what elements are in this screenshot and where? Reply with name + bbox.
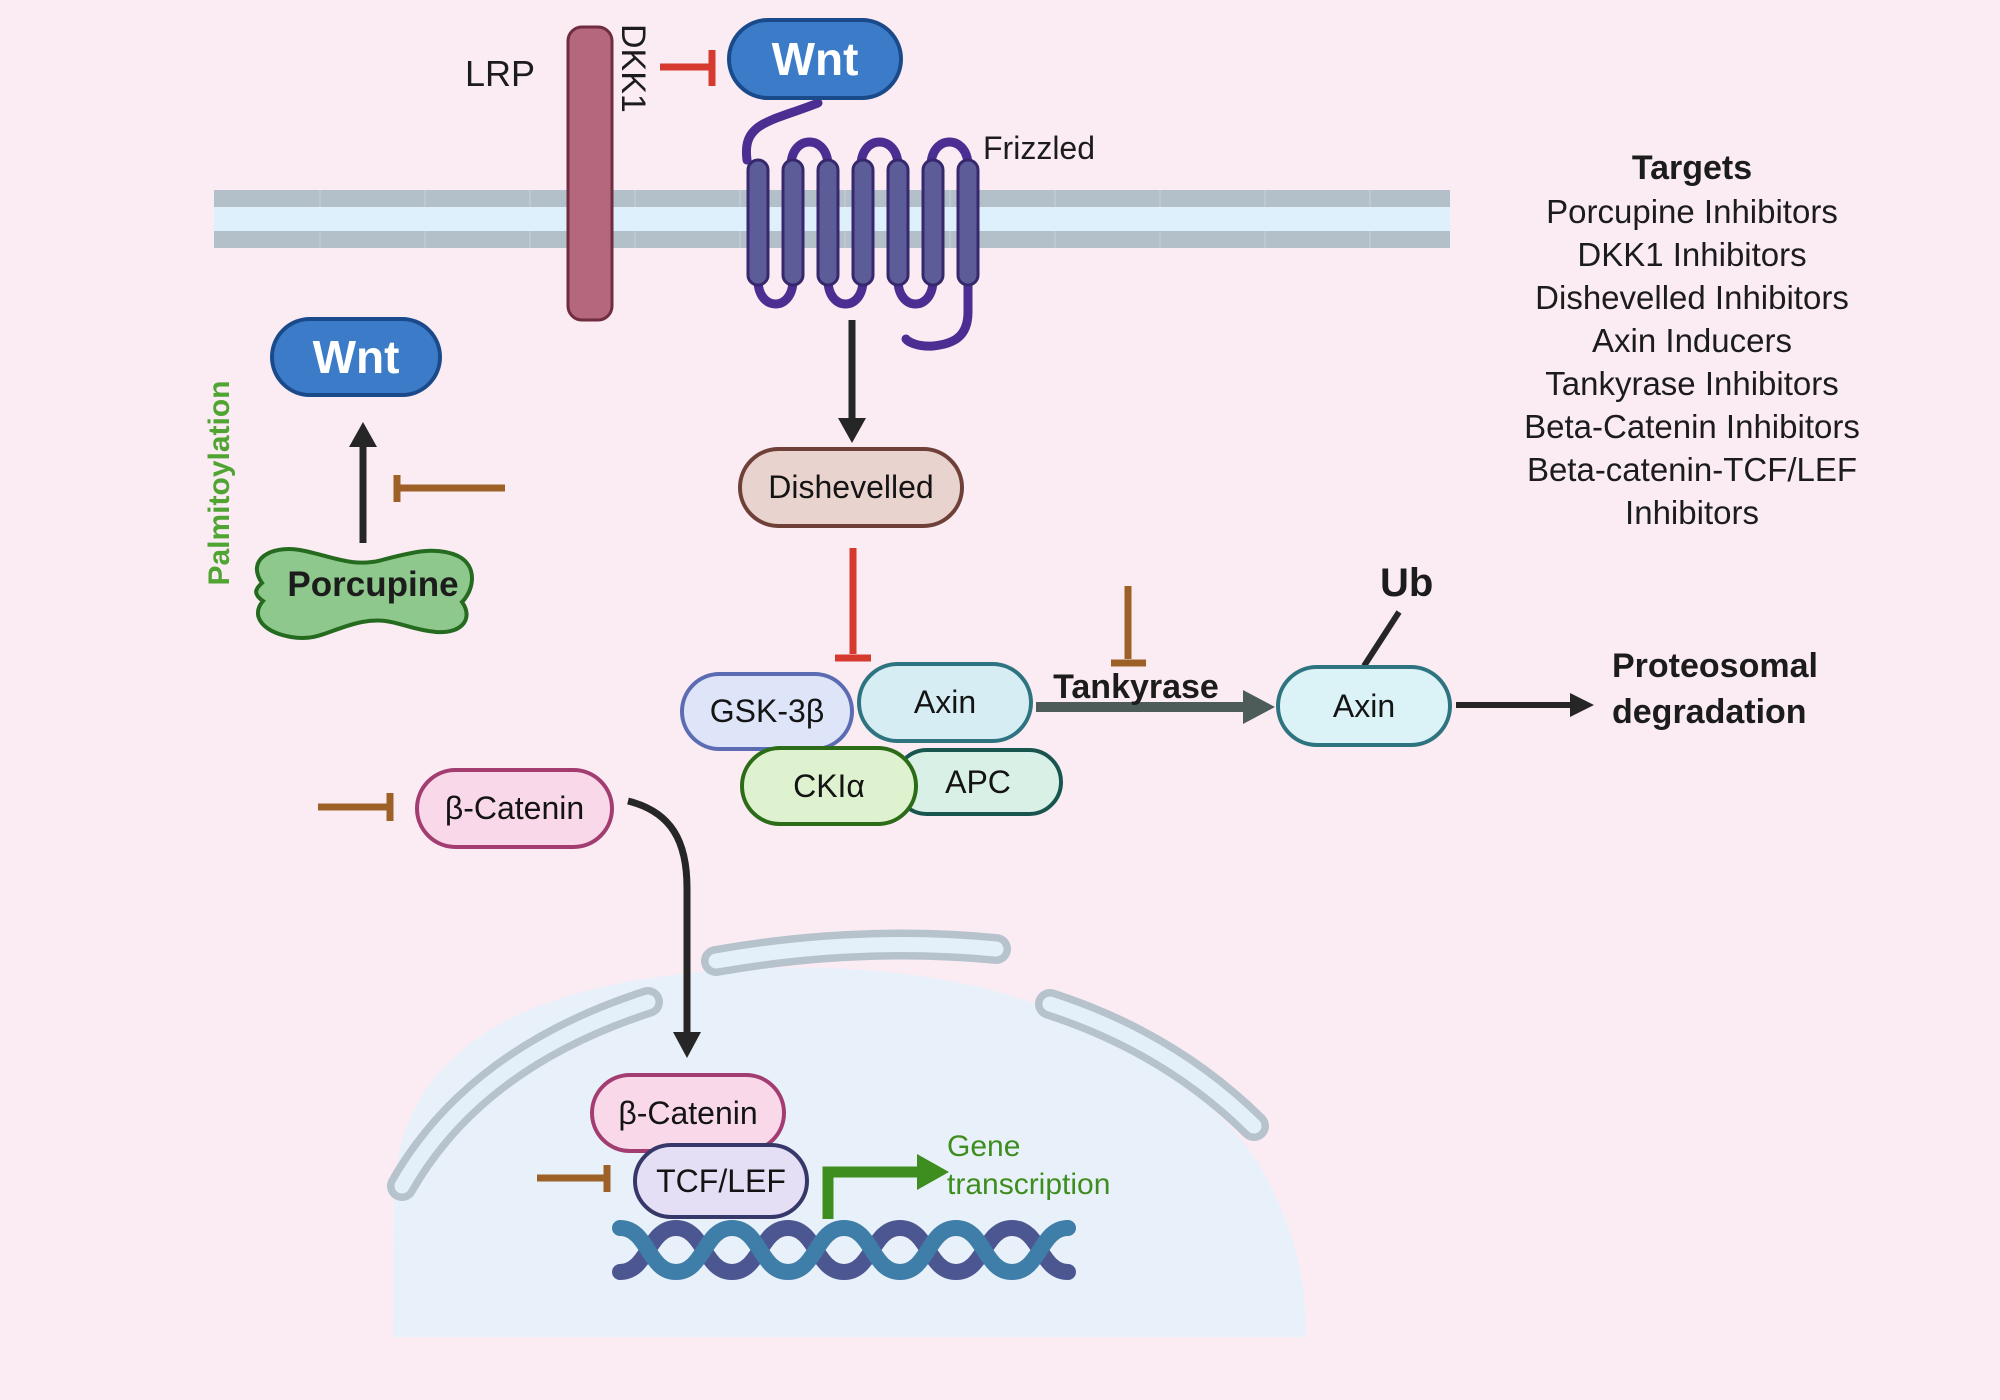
frizzled-label: Frizzled bbox=[983, 130, 1096, 166]
gene-arrow-elbow bbox=[822, 1166, 920, 1219]
arrow-axin-to-degradation-head bbox=[1570, 693, 1594, 717]
frizzled-receptor bbox=[741, 98, 980, 351]
gene-transcription-label: Gene transcription bbox=[947, 1128, 1110, 1204]
red-inhibitors bbox=[660, 50, 871, 662]
targets-list-item: Porcupine Inhibitors bbox=[1546, 193, 1838, 230]
gsk3b-node: GSK-3β bbox=[680, 672, 854, 751]
palmitoylation-label: Palmitoylation bbox=[203, 380, 236, 586]
envelope-segment-top-inner bbox=[708, 937, 1004, 969]
wnt-ligand-left: Wnt bbox=[270, 317, 442, 397]
dkk1-label: DKK1 bbox=[614, 24, 652, 113]
frizzled-helix-5 bbox=[886, 158, 910, 287]
gene-arrow-head bbox=[917, 1154, 949, 1190]
proteosomal-line2: degradation bbox=[1612, 693, 1807, 731]
frizzled-bottom-loop-3 bbox=[893, 275, 938, 309]
targets-list-item: Dishevelled Inhibitors bbox=[1535, 279, 1849, 316]
targets-title: Targets bbox=[1631, 149, 1753, 187]
nuclear-envelope bbox=[387, 929, 1269, 1201]
frizzled-helix-7 bbox=[956, 158, 980, 287]
beta-catenin-nucleus-node: β-Catenin bbox=[590, 1073, 786, 1153]
membrane-segment-lines bbox=[319, 190, 1371, 248]
dna-strand-dark bbox=[612, 1219, 1076, 1281]
arrows bbox=[349, 320, 1594, 1058]
frizzled-helix-2 bbox=[781, 158, 805, 287]
arrow-porcupine-to-wnt-head bbox=[349, 422, 377, 447]
brown-inhibitors bbox=[318, 475, 1146, 1192]
frizzled-bottom-loop-2 bbox=[823, 275, 868, 309]
axin-complex-node: Axin bbox=[857, 662, 1033, 743]
dna-strand-blue bbox=[612, 1219, 1076, 1281]
porcupine-label: Porcupine bbox=[287, 565, 459, 604]
envelope-segment-right-inner bbox=[1042, 996, 1262, 1134]
proteosomal-line1: Proteosomal bbox=[1612, 647, 1818, 685]
beta-catenin-cytoplasm-node: β-Catenin bbox=[415, 768, 614, 849]
frizzled-top-loop-3 bbox=[926, 137, 973, 171]
frizzled-loops bbox=[741, 98, 973, 351]
frizzled-c-terminus bbox=[901, 278, 973, 351]
dishevelled-node: Dishevelled bbox=[738, 447, 964, 528]
porcupine-blob bbox=[254, 547, 474, 640]
targets-list-item: Tankyrase Inhibitors bbox=[1545, 365, 1839, 402]
targets-list-item: Beta-catenin-TCF/LEF Inhibitors bbox=[1526, 451, 1858, 531]
axin-degraded-node: Axin bbox=[1276, 665, 1452, 747]
lrp-receptor-bar bbox=[566, 25, 614, 322]
gene-transcription-line2: transcription bbox=[947, 1168, 1111, 1201]
targets-list-item: Beta-Catenin Inhibitors bbox=[1524, 408, 1860, 445]
frizzled-top-loop-2 bbox=[856, 137, 903, 171]
frizzled-bottom-loop-1 bbox=[753, 275, 798, 309]
frizzled-helix-6 bbox=[921, 158, 945, 287]
dna-helix bbox=[612, 1219, 1076, 1281]
targets-list-item: DKK1 Inhibitors bbox=[1577, 236, 1807, 273]
lrp-label: LRP bbox=[464, 53, 536, 94]
arrow-beta-catenin-to-nucleus-head bbox=[673, 1032, 701, 1058]
arrow-beta-catenin-to-nucleus bbox=[627, 797, 691, 1035]
arrow-frizzled-to-dishevelled-head bbox=[838, 418, 866, 443]
frizzled-n-terminus bbox=[741, 98, 823, 165]
frizzled-helix-4 bbox=[851, 158, 875, 287]
ub-connector-line bbox=[1361, 610, 1402, 668]
tcf-lef-node: TCF/LEF bbox=[633, 1143, 809, 1219]
apc-node: APC bbox=[893, 748, 1063, 816]
tankyrase-label: Tankyrase bbox=[1053, 668, 1219, 706]
targets-list-item: Axin Inducers bbox=[1592, 322, 1792, 359]
envelope-segment-left-inner bbox=[394, 994, 656, 1194]
gene-transcription-arrow bbox=[822, 1154, 949, 1219]
gene-transcription-line1: Gene bbox=[947, 1130, 1021, 1163]
nucleus bbox=[393, 967, 1306, 1337]
frizzled-helix-1 bbox=[746, 158, 770, 287]
arrow-tankyrase-head bbox=[1243, 690, 1275, 724]
frizzled-helix-3 bbox=[816, 158, 840, 287]
frizzled-helices bbox=[746, 158, 980, 287]
ub-label: Ub bbox=[1380, 561, 1434, 605]
ckia-node: CKIα bbox=[740, 746, 918, 826]
proteosomal-degradation-label: Proteosomal degradation bbox=[1612, 643, 1818, 735]
wnt-ligand-top: Wnt bbox=[727, 18, 903, 100]
frizzled-top-loop-1 bbox=[786, 137, 833, 171]
